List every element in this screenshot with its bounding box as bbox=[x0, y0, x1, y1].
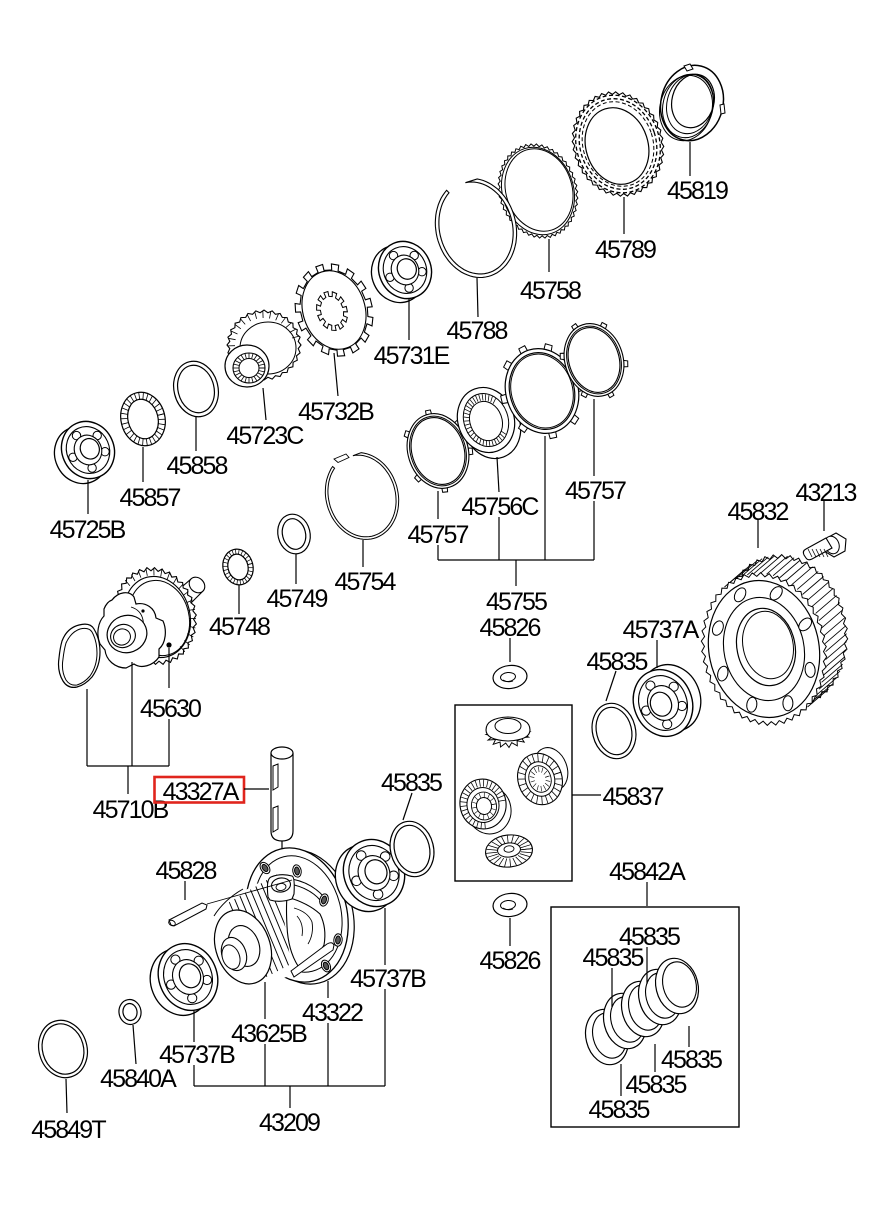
svg-text:45835: 45835 bbox=[625, 1071, 686, 1099]
svg-text:45749: 45749 bbox=[266, 585, 327, 613]
svg-text:45754: 45754 bbox=[334, 568, 396, 596]
svg-text:45757: 45757 bbox=[407, 521, 468, 549]
svg-text:43213: 43213 bbox=[795, 479, 856, 507]
svg-text:45788: 45788 bbox=[446, 317, 507, 345]
svg-text:45737B: 45737B bbox=[159, 1041, 235, 1069]
svg-text:45858: 45858 bbox=[166, 452, 227, 480]
svg-text:45755: 45755 bbox=[486, 588, 547, 616]
svg-text:43327A: 43327A bbox=[163, 778, 240, 806]
svg-text:45710B: 45710B bbox=[93, 796, 169, 824]
svg-text:45835: 45835 bbox=[588, 1096, 649, 1124]
svg-text:45737A: 45737A bbox=[623, 616, 700, 644]
svg-text:45731E: 45731E bbox=[374, 342, 450, 370]
svg-text:45819: 45819 bbox=[667, 177, 728, 205]
svg-text:45835: 45835 bbox=[661, 1046, 722, 1074]
svg-text:45842A: 45842A bbox=[609, 858, 686, 886]
svg-text:45849T: 45849T bbox=[31, 1116, 106, 1144]
svg-text:45840A: 45840A bbox=[100, 1065, 177, 1093]
svg-text:45837: 45837 bbox=[602, 783, 663, 811]
svg-text:43625B: 43625B bbox=[231, 1020, 307, 1048]
svg-text:45835: 45835 bbox=[586, 648, 647, 676]
svg-text:45723C: 45723C bbox=[226, 422, 304, 450]
svg-text:45748: 45748 bbox=[209, 613, 270, 641]
svg-text:45835: 45835 bbox=[381, 769, 442, 797]
svg-text:43209: 43209 bbox=[259, 1109, 320, 1137]
svg-text:45737B: 45737B bbox=[350, 965, 426, 993]
svg-text:45756C: 45756C bbox=[461, 493, 539, 521]
svg-text:45725B: 45725B bbox=[50, 516, 126, 544]
svg-text:45630: 45630 bbox=[140, 695, 201, 723]
svg-text:45758: 45758 bbox=[520, 277, 581, 305]
svg-text:45857: 45857 bbox=[119, 484, 180, 512]
svg-text:45832: 45832 bbox=[727, 498, 788, 526]
svg-text:45826: 45826 bbox=[479, 947, 540, 975]
svg-text:45835: 45835 bbox=[582, 944, 643, 972]
svg-text:45732B: 45732B bbox=[298, 398, 374, 426]
svg-text:45789: 45789 bbox=[595, 236, 656, 264]
svg-text:45835: 45835 bbox=[619, 923, 680, 951]
svg-text:45757: 45757 bbox=[565, 477, 626, 505]
svg-text:45826: 45826 bbox=[479, 614, 540, 642]
svg-text:45828: 45828 bbox=[155, 857, 216, 885]
svg-text:43322: 43322 bbox=[302, 999, 363, 1027]
